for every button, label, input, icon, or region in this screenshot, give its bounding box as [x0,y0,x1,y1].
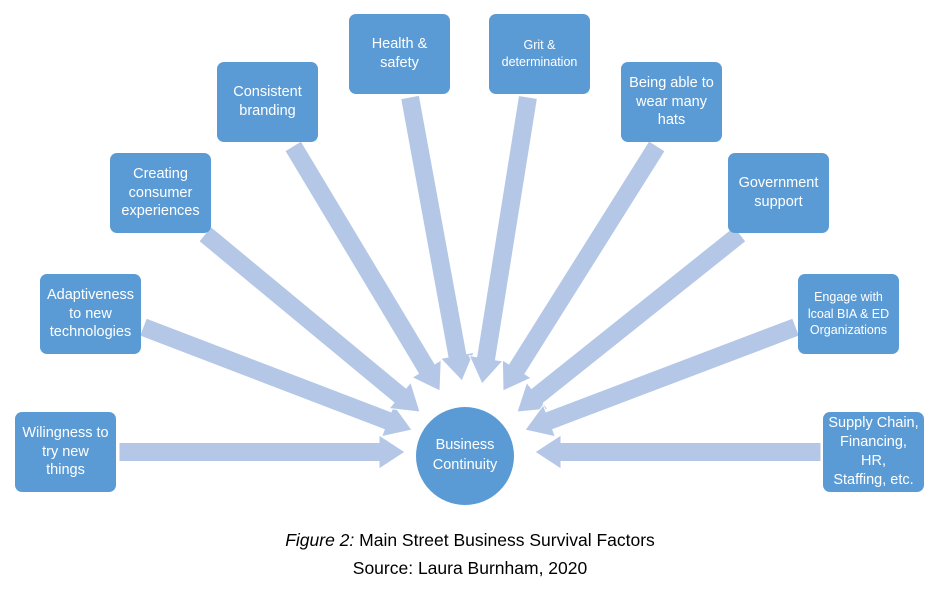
factor-line: Creating [133,165,188,182]
factor-engage-bia-ed: Engage with lcoal BIA & ED Organizations [798,274,899,354]
figure-source: Source: Laura Burnham, 2020 [352,558,588,578]
factor-line: Government [738,175,819,192]
factor-line: branding [239,103,296,119]
factor-line: experiences [121,203,200,220]
factor-line: Engage with [814,289,883,304]
factor-line: determination [501,55,578,69]
factor-adaptiveness: Adaptiveness to new technologies [40,274,141,354]
factor-line: lcoal BIA & ED [807,306,890,321]
factor-line: Grit & [523,38,556,53]
factor-grit-determination: Grit & determination [489,14,590,94]
factor-line: Consistent [233,84,302,101]
factor-line: Staffing, etc. [833,471,914,488]
factor-line: Health & [371,36,428,53]
factor-line: Being able to [629,74,714,91]
arrow-consumer-experiences [198,225,421,413]
arrow-adaptiveness [138,317,413,438]
center-label-line: Continuity [432,457,498,473]
arrow-supply-chain [534,434,822,470]
arrow-engage-bia-ed [524,317,801,438]
center-business-continuity: Business Continuity [416,407,514,505]
factor-line: Organizations [809,323,888,338]
factor-line: Supply Chain, [828,415,919,432]
figure-caption: Figure 2: Main Street Business Survival … [0,530,940,551]
center-label-line: Business [435,437,495,454]
arrow-health-safety [400,94,475,382]
factor-health-safety: Health & safety [349,14,450,94]
factor-many-hats: Being able to wear many hats [621,62,722,142]
factor-line: safety [380,55,419,71]
figure-title: Main Street Business Survival Factors [354,530,655,550]
arrow-grit-determination [468,94,538,385]
figure-label: Figure 2: [285,530,355,550]
factor-consumer-experiences: Creating consumer experiences [110,153,211,233]
factor-line: Financing, HR, [840,434,907,469]
factor-line: hats [657,112,686,129]
arrow-government-support [516,225,747,413]
arrow-many-hats [501,140,666,392]
factor-line: to new [69,305,112,322]
factor-line: Wilingness to [22,424,109,441]
arrow-willingness [118,434,406,470]
arrow-consistent-branding [284,140,442,392]
factor-line: support [754,194,803,210]
factor-line: wear many [636,93,707,110]
factor-supply-chain: Supply Chain, Financing, HR, Staffing, e… [823,412,924,492]
factor-willingness: Wilingness to try new things [15,412,116,492]
factor-government-support: Government support [728,153,829,233]
factor-line: Adaptiveness [46,286,135,303]
factor-line: technologies [49,324,132,341]
factor-consistent-branding: Consistent branding [217,62,318,142]
factor-line: try new [42,443,89,460]
factor-line: things [46,462,85,479]
factor-line: consumer [128,184,193,201]
